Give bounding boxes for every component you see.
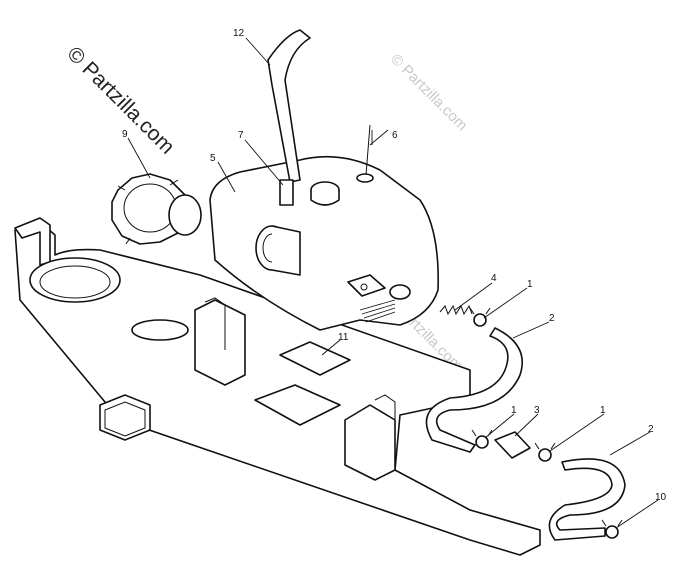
tank-shading (359, 299, 396, 323)
callout-11: 11 (338, 332, 349, 343)
spring-part-4 (439, 304, 473, 316)
callout-7: 7 (238, 130, 244, 141)
hose-clamp-part-10 (601, 519, 623, 539)
vent-fitting-part-7 (279, 179, 294, 206)
callout-2b: 2 (648, 424, 654, 435)
probe-part-6 (356, 124, 374, 183)
fuel-hose-lower-part-2 (548, 458, 626, 541)
callout-1a: 1 (527, 279, 533, 290)
callout-9: 9 (122, 129, 128, 140)
fuel-hose-upper-part-2 (425, 327, 524, 453)
vent-hose-part-12 (267, 29, 311, 183)
callout-6: 6 (392, 130, 398, 141)
callout-5: 5 (210, 153, 216, 164)
leader-lines (127, 37, 659, 529)
filler-neck (255, 225, 301, 276)
hose-clamp-part-1b (471, 429, 493, 449)
hose-clamp-part-1c (534, 442, 556, 462)
callout-3: 3 (534, 405, 540, 416)
watermark-faint-1: © Partzilla.com (387, 51, 470, 134)
callout-1b: 1 (511, 405, 517, 416)
fuel-filter-part-3 (494, 431, 531, 459)
frame (14, 217, 541, 556)
callout-1c: 1 (600, 405, 606, 416)
watermark-main: © Partzilla.com (62, 42, 178, 158)
callout-4: 4 (491, 273, 497, 284)
fuel-cap-part-9 (111, 173, 202, 245)
callout-10: 10 (655, 492, 667, 503)
pad-part-11 (279, 341, 351, 376)
hose-clamp-part-1a (469, 307, 491, 327)
callout-12: 12 (233, 28, 245, 39)
fuel-tank (209, 155, 439, 331)
callout-2a: 2 (549, 313, 555, 324)
